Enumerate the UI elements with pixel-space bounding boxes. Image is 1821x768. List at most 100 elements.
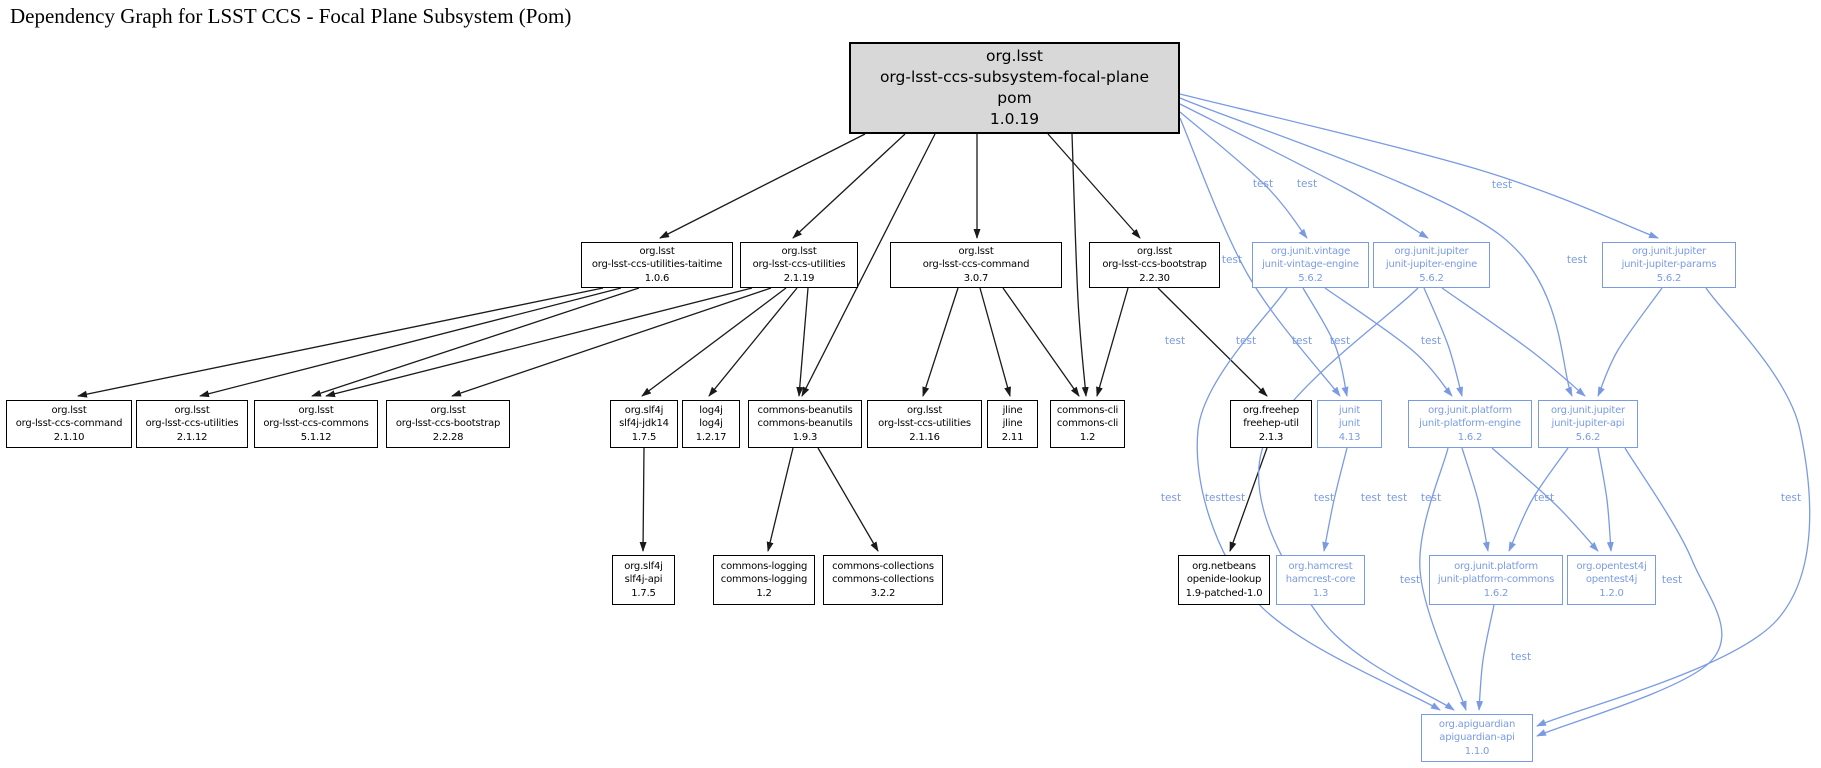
node-label-line: junit-jupiter-api [1551,418,1625,430]
node-label-line: freehep-util [1243,418,1299,430]
edge-root-to-beanutils [801,133,936,397]
node-label-line: org-lsst-ccs-bootstrap [395,418,501,430]
node-label-line: org-lsst-ccs-command [15,418,123,430]
node-label-line: log4j [699,404,723,416]
edge-jupengine-to-jupapi [1441,287,1586,397]
edge-vintage-to-apiguardian [1196,287,1441,711]
node-label-line: org.lsst [298,404,334,416]
node-label-line: org-lsst-ccs-utilities [752,259,846,271]
edge-scope-label: test [1297,178,1317,190]
edge-jupengine-to-apiguardian [1257,287,1455,711]
node-label-line: org.freehep [1243,404,1299,416]
node-label-line: 1.1.0 [1464,745,1490,757]
node-label-line: org.apiguardian [1438,718,1516,730]
node-label-line: junit-platform-commons [1437,574,1555,586]
edge-util2119-to-slf4jjdk [641,287,787,397]
edge-scope-label: test [1292,335,1312,347]
edge-platengine-to-apiguardian [1419,447,1467,711]
edge-scope-label: test [1387,492,1407,504]
node-label-line: jline [1002,404,1023,416]
node-label-line: 2.1.12 [176,431,208,443]
node-label-line: opentest4j [1585,574,1638,586]
node-label-line: org-lsst-ccs-bootstrap [1102,259,1207,271]
node-label-line: 2.1.16 [909,431,940,443]
node-label-line: org.junit.jupiter [1394,245,1469,257]
edge-vintage-to-platengine [1324,287,1453,397]
node-label-line: org.junit.platform [1428,404,1512,416]
graph-node-platcommons: org.junit.platform junit-platform-commons… [1429,555,1563,605]
edge-vintage-to-junit413 [1302,287,1349,397]
node-label-line: org.lsst [51,404,87,416]
node-label-line: 1.9-patched-1.0 [1185,587,1263,599]
edge-scope-label: test [1314,492,1334,504]
node-label-line: org.junit.jupiter [1551,404,1625,416]
edge-root-to-commonscli [1071,133,1089,397]
node-label-line: apiguardian-api [1439,732,1515,744]
edge-util2119-to-boot2228 [451,287,772,397]
node-label-line: 2.1.3 [1258,431,1284,443]
node-label-line: 1.3 [1312,587,1329,599]
edge-util2119-to-log4j [708,287,798,397]
page-title: Dependency Graph for LSST CCS - Focal Pl… [10,4,572,28]
edge-scope-label: test [1421,492,1441,504]
edge-beanutils-to-commonscollections [817,447,879,552]
node-label-line: pom [997,89,1032,107]
edge-root-to-jupengine [1179,103,1429,239]
node-label-line: 1.9.3 [792,431,818,443]
edge-scope-label: test [1253,178,1273,190]
node-label-line: commons-beanutils [757,404,853,416]
node-label-line: org-lsst-ccs-subsystem-focal-plane [879,68,1150,86]
edge-cmd307-to-jline [979,287,1011,397]
node-label-line: org.lsst [430,404,466,416]
node-label-line: org.slf4j [624,404,664,416]
node-label-line: commons-cli [1056,404,1119,416]
node-label-line: 2.1.19 [783,272,815,284]
node-label-line: openide-lookup [1186,574,1262,586]
edge-beanutils-to-commonslogging [766,447,794,552]
edge-boot2230-to-freehep [1157,287,1268,397]
edge-jupparams-to-jupapi [1597,287,1663,397]
node-label-line: org.lsst [906,404,943,416]
node-label-line: org.junit.platform [1454,560,1538,572]
edge-jupapi-to-opentest4j [1597,447,1614,552]
node-label-line: junit-jupiter-engine [1385,259,1478,271]
node-label-line: 1.7.5 [631,431,657,443]
edge-scope-label: test [1567,254,1587,266]
node-label-line: commons-collections [832,560,934,572]
node-label-line: 2.11 [1001,431,1024,443]
node-label-line: 3.0.7 [963,272,989,284]
node-label-line: org.lsst [958,245,994,257]
edge-jupengine-to-platengine [1423,287,1463,397]
edge-root-to-jupparams [1179,93,1659,239]
edge-root-to-vintage [1179,111,1308,239]
node-label-line: hamcrest-core [1285,574,1356,586]
node-label-line: org-lsst-ccs-utilities-taitime [591,259,723,271]
node-label-line: 1.0.19 [989,110,1040,128]
node-label-line: org.junit.vintage [1270,245,1351,257]
node-label-line: 1.7.5 [631,587,656,599]
edge-scope-label: test [1225,492,1245,504]
node-label-line: org-lsst-ccs-utilities [145,418,239,430]
edge-taitime-to-commons5112 [311,287,640,397]
node-label-line: 1.2 [756,587,772,599]
node-label-line: org-lsst-ccs-commons [263,418,369,430]
